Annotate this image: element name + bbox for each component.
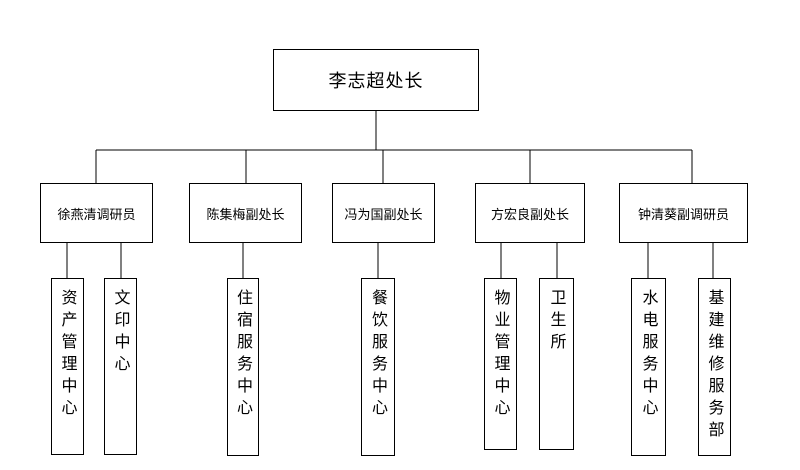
unit-node: 餐饮服务中心 (361, 278, 395, 456)
unit-label: 水电服务中心 (639, 289, 659, 421)
unit-label: 文印中心 (111, 289, 131, 377)
unit-label: 基建维修服务部 (705, 289, 725, 443)
unit-label: 餐饮服务中心 (369, 289, 388, 421)
unit-node: 文印中心 (104, 278, 137, 455)
unit-label: 物业管理中心 (491, 289, 511, 421)
official-node: 方宏良副处长 (475, 183, 585, 243)
unit-node: 物业管理中心 (484, 278, 517, 450)
root-label: 李志超处长 (328, 71, 424, 92)
official-label: 陈集梅副处长 (206, 207, 285, 223)
unit-label: 住宿服务中心 (234, 289, 253, 421)
official-node: 徐燕清调研员 (40, 183, 153, 243)
root-node: 李志超处长 (273, 49, 479, 111)
unit-node: 卫生所 (539, 278, 574, 450)
unit-node: 基建维修服务部 (698, 278, 731, 456)
official-label: 徐燕清调研员 (57, 207, 136, 223)
official-label: 冯为国副处长 (344, 207, 423, 223)
unit-label: 卫生所 (547, 289, 567, 355)
unit-label: 资产管理中心 (58, 289, 78, 421)
unit-node: 住宿服务中心 (227, 278, 259, 456)
official-label: 钟清葵副调研员 (637, 207, 729, 223)
official-label: 方宏良副处长 (490, 207, 569, 223)
official-node: 冯为国副处长 (332, 183, 435, 243)
unit-node: 资产管理中心 (51, 278, 84, 455)
unit-node: 水电服务中心 (631, 278, 666, 456)
official-node: 钟清葵副调研员 (619, 183, 748, 243)
official-node: 陈集梅副处长 (189, 183, 302, 243)
